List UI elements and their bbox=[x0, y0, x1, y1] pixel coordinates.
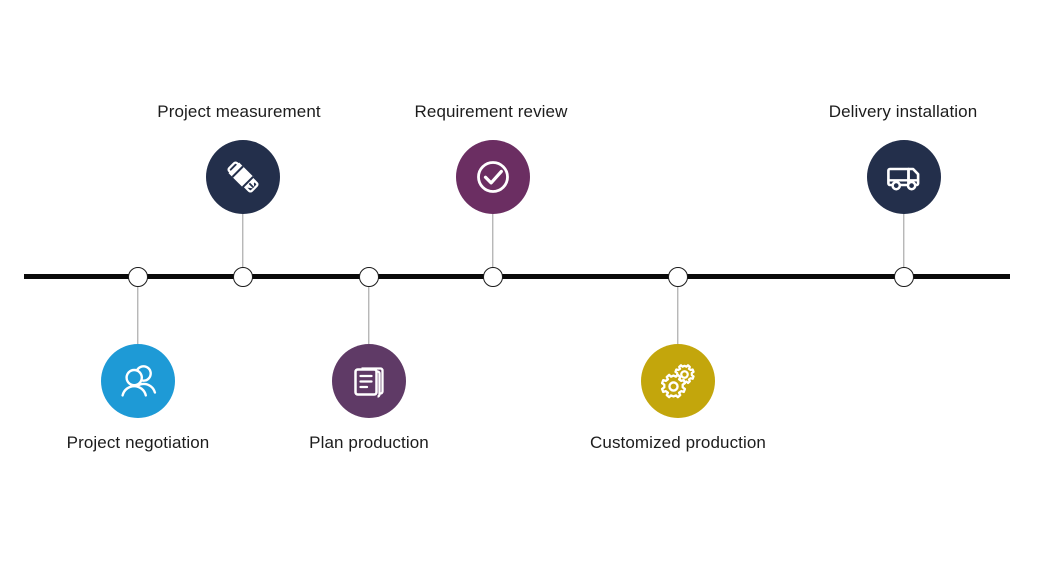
timeline-node-6[interactable] bbox=[894, 267, 914, 287]
step-bubble-customized-production[interactable] bbox=[641, 344, 715, 418]
timeline-node-1[interactable] bbox=[128, 267, 148, 287]
timeline-axis bbox=[24, 274, 1010, 279]
timeline-node-2[interactable] bbox=[233, 267, 253, 287]
step-bubble-delivery-installation[interactable] bbox=[867, 140, 941, 214]
step-caption-plan-production: Plan production bbox=[309, 433, 429, 452]
step-caption-project-negotiation: Project negotiation bbox=[66, 433, 210, 452]
connector-step-6 bbox=[903, 214, 905, 277]
timeline-node-4[interactable] bbox=[483, 267, 503, 287]
step-bubble-requirement-review[interactable] bbox=[456, 140, 530, 214]
gears-icon bbox=[656, 359, 700, 403]
step-bubble-project-measurement[interactable] bbox=[206, 140, 280, 214]
connector-step-1 bbox=[137, 279, 139, 344]
pencil-ruler-icon bbox=[221, 155, 265, 199]
documents-icon bbox=[348, 360, 390, 402]
timeline-node-3[interactable] bbox=[359, 267, 379, 287]
step-caption-project-measurement: Project measurement bbox=[157, 102, 321, 121]
connector-step-2 bbox=[242, 214, 244, 277]
step-bubble-plan-production[interactable] bbox=[332, 344, 406, 418]
check-circle-icon bbox=[471, 155, 515, 199]
connector-step-5 bbox=[677, 279, 679, 344]
step-caption-requirement-review: Requirement review bbox=[414, 102, 568, 121]
truck-icon bbox=[882, 155, 926, 199]
people-icon bbox=[116, 359, 160, 403]
step-caption-delivery-installation: Delivery installation bbox=[828, 102, 978, 121]
connector-step-4 bbox=[492, 214, 494, 277]
timeline-node-5[interactable] bbox=[668, 267, 688, 287]
step-bubble-project-negotiation[interactable] bbox=[101, 344, 175, 418]
connector-step-3 bbox=[368, 279, 370, 344]
step-caption-customized-production: Customized production bbox=[590, 433, 766, 452]
